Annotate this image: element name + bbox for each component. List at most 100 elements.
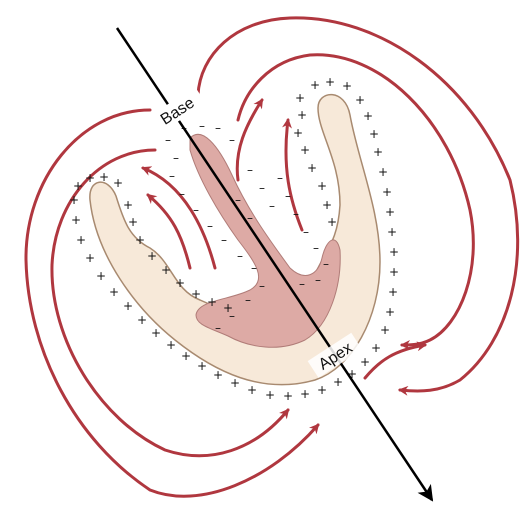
positive-charge-sign: + xyxy=(166,338,176,352)
negative-charge-sign: – xyxy=(247,211,253,225)
positive-charge-sign: + xyxy=(283,389,293,403)
negative-charge-sign: – xyxy=(169,169,175,183)
negative-charge-sign: – xyxy=(303,225,309,239)
positive-charge-sign: + xyxy=(71,213,81,227)
positive-charge-sign: + xyxy=(327,215,337,229)
positive-charge-sign: + xyxy=(295,91,305,105)
negative-charge-sign: – xyxy=(215,121,221,135)
positive-charge-sign: + xyxy=(322,198,332,212)
negative-charge-sign: – xyxy=(247,163,253,177)
depolarized-tissue xyxy=(189,133,341,348)
negative-charge-sign: – xyxy=(165,133,171,147)
positive-charge-sign: + xyxy=(76,233,86,247)
negative-charge-sign: – xyxy=(207,219,213,233)
positive-charge-sign: + xyxy=(123,198,133,212)
positive-charge-sign: + xyxy=(161,263,171,277)
negative-charge-sign: – xyxy=(251,261,257,275)
positive-charge-sign: + xyxy=(342,79,352,93)
positive-charge-sign: + xyxy=(373,145,383,159)
field-line-inner-4 xyxy=(282,118,304,232)
positive-charge-sign: + xyxy=(387,225,397,239)
field-line-lower-1 xyxy=(363,341,427,380)
positive-charge-sign: + xyxy=(123,299,133,313)
negative-charge-sign: – xyxy=(277,171,283,185)
positive-charge-sign: + xyxy=(135,233,145,247)
positive-charge-sign: + xyxy=(113,176,123,190)
positive-charge-sign: + xyxy=(293,126,303,140)
positive-charge-sign: + xyxy=(137,313,147,327)
field-line-inner-3 xyxy=(235,98,264,182)
negative-charge-sign: – xyxy=(229,309,235,323)
positive-charge-sign: + xyxy=(99,170,109,184)
negative-charge-sign: – xyxy=(173,151,179,165)
positive-charge-sign: + xyxy=(369,127,379,141)
positive-charge-sign: + xyxy=(191,287,201,301)
positive-charge-sign: + xyxy=(207,295,217,309)
positive-charge-sign: + xyxy=(223,301,233,315)
positive-charge-sign: + xyxy=(363,109,373,123)
positive-charge-sign: + xyxy=(85,251,95,265)
positive-charge-sign: + xyxy=(265,388,275,402)
negative-charge-sign: – xyxy=(299,277,305,291)
negative-charge-sign: – xyxy=(221,233,227,247)
positive-charge-sign: + xyxy=(371,341,381,355)
positive-charge-sign: + xyxy=(310,78,320,92)
negative-charge-sign: – xyxy=(259,181,265,195)
negative-charge-sign: – xyxy=(313,241,319,255)
positive-charge-sign: + xyxy=(325,75,335,89)
positive-charge-sign: + xyxy=(69,193,79,207)
positive-charge-sign: + xyxy=(300,143,310,157)
positive-charge-sign: + xyxy=(247,383,257,397)
positive-charge-sign: + xyxy=(230,376,240,390)
negative-charge-sign: – xyxy=(245,293,251,307)
field-line-inner-1 xyxy=(141,166,217,270)
positive-charge-sign: + xyxy=(297,108,307,122)
negative-charge-sign: – xyxy=(179,187,185,201)
positive-charge-sign: + xyxy=(389,265,399,279)
negative-charges: –––––––––––––––––––––––––––––– xyxy=(165,119,329,335)
negative-charge-sign: – xyxy=(199,119,205,133)
negative-charge-sign: – xyxy=(237,249,243,263)
positive-charge-sign: + xyxy=(96,269,106,283)
negative-charge-sign: – xyxy=(269,199,275,213)
positive-charge-sign: + xyxy=(147,249,157,263)
positive-charge-sign: + xyxy=(388,285,398,299)
positive-charge-sign: + xyxy=(213,368,223,382)
positive-charge-sign: + xyxy=(109,285,119,299)
positive-charge-sign: + xyxy=(389,245,399,259)
positive-charge-sign: + xyxy=(73,179,83,193)
positive-charge-sign: + xyxy=(300,387,310,401)
positive-charge-sign: + xyxy=(380,323,390,337)
positive-charge-sign: + xyxy=(355,93,365,107)
field-line-inner-2 xyxy=(146,193,192,270)
positive-charge-sign: + xyxy=(347,367,357,381)
negative-charge-sign: – xyxy=(323,257,329,271)
negative-charge-sign: – xyxy=(315,273,321,287)
positive-charge-sign: + xyxy=(317,179,327,193)
positive-charge-sign: + xyxy=(197,359,207,373)
positive-charges: ++++++++++++++++++++++++++++++++++++++++… xyxy=(69,75,399,403)
negative-charge-sign: – xyxy=(229,133,235,147)
field-line-right-2 xyxy=(236,53,475,350)
positive-charge-sign: + xyxy=(317,383,327,397)
positive-charge-sign: + xyxy=(85,171,95,185)
field-line-outer-left xyxy=(24,108,320,498)
positive-charge-sign: + xyxy=(382,185,392,199)
positive-charge-sign: + xyxy=(385,205,395,219)
negative-charge-sign: – xyxy=(285,189,291,203)
negative-charge-sign: – xyxy=(193,203,199,217)
field-line-outer-right xyxy=(196,16,520,396)
positive-charge-sign: + xyxy=(128,215,138,229)
positive-charge-sign: + xyxy=(151,326,161,340)
positive-charge-sign: + xyxy=(360,355,370,369)
field-line-left-2 xyxy=(50,148,290,458)
negative-charge-sign: – xyxy=(293,207,299,221)
positive-charge-sign: + xyxy=(378,165,388,179)
negative-charge-sign: – xyxy=(235,193,241,207)
positive-charge-sign: + xyxy=(175,276,185,290)
positive-charge-sign: + xyxy=(333,375,343,389)
positive-charge-sign: + xyxy=(307,161,317,175)
positive-charge-sign: + xyxy=(181,349,191,363)
